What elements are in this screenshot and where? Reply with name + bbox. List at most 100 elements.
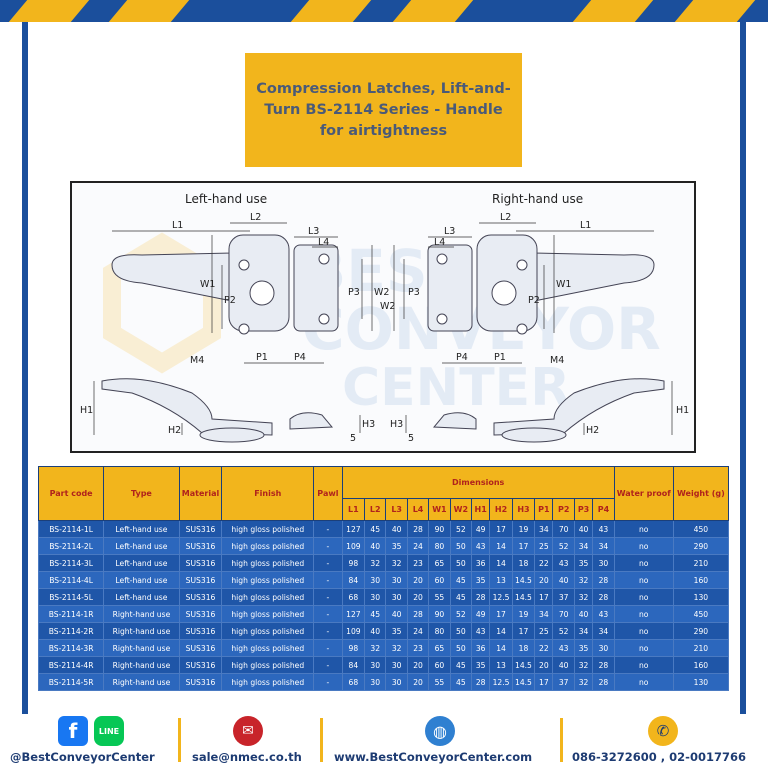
header-pawl: Pawl xyxy=(313,466,343,521)
table-cell: 28 xyxy=(471,588,491,606)
table-cell: 14.5 xyxy=(511,571,536,589)
header-dim-w1: W1 xyxy=(428,498,451,521)
header-dim-p1: P1 xyxy=(534,498,554,521)
table-cell: 210 xyxy=(672,554,730,572)
table-cell: 109 xyxy=(341,537,366,555)
table-cell: 30 xyxy=(385,656,408,674)
table-cell: 35 xyxy=(385,622,408,640)
table-cell: SUS316 xyxy=(178,605,223,623)
table-cell: 80 xyxy=(428,537,451,555)
social-handle[interactable]: @BestConveyorCenter xyxy=(10,750,155,764)
table-cell: high gloss polished xyxy=(221,673,315,691)
footer: f LINE @BestConveyorCenter ✉ sale@nmec.c… xyxy=(0,714,768,768)
table-cell: Left-hand use xyxy=(103,520,180,538)
table-cell: 30 xyxy=(364,571,387,589)
dim-L1-left: L1 xyxy=(172,220,183,231)
dimension-labels: L1 L2 L3 L4 W1 P2 P3 W2 M4 P1 P4 H1 H2 H… xyxy=(80,212,689,444)
table-cell: - xyxy=(313,639,343,657)
spec-table: Part code Type Material Finish Pawl Dime… xyxy=(37,466,730,691)
header-dim-l3: L3 xyxy=(385,498,408,521)
divider xyxy=(320,718,323,762)
dim-P3-right: P3 xyxy=(408,287,420,298)
table-cell: BS-2114-1R xyxy=(37,605,105,623)
facebook-icon[interactable]: f xyxy=(58,716,88,746)
table-cell: 40 xyxy=(385,605,408,623)
table-cell: 90 xyxy=(428,520,451,538)
website-url[interactable]: www.BestConveyorCenter.com xyxy=(334,750,533,764)
table-cell: BS-2114-4L xyxy=(37,571,105,589)
table-cell: 37 xyxy=(552,673,575,691)
table-cell: high gloss polished xyxy=(221,605,315,623)
table-cell: 20 xyxy=(406,673,430,691)
table-cell: high gloss polished xyxy=(221,622,315,640)
email-address[interactable]: sale@nmec.co.th xyxy=(192,750,302,764)
table-cell: 24 xyxy=(406,622,430,640)
table-cell: 14.5 xyxy=(511,656,536,674)
email-icon[interactable]: ✉ xyxy=(233,716,263,746)
header-water-proof: Water proof xyxy=(613,466,674,521)
phone-numbers[interactable]: 086-3272600 , 02-0017766 xyxy=(572,750,746,764)
table-cell: 34 xyxy=(534,520,554,538)
dim-5-right: 5 xyxy=(408,433,414,444)
dim-H2-left: H2 xyxy=(168,425,181,436)
table-cell: 14 xyxy=(489,622,513,640)
table-cell: BS-2114-3R xyxy=(37,639,105,657)
spec-table-wrap: Part code Type Material Finish Pawl Dime… xyxy=(37,466,730,691)
table-cell: 18 xyxy=(511,639,536,657)
table-cell: 130 xyxy=(672,588,730,606)
header-material: Material xyxy=(178,466,223,521)
globe-icon[interactable]: ◍ xyxy=(425,716,455,746)
left-hand-label: Left-hand use xyxy=(185,192,267,206)
table-cell: 28 xyxy=(406,520,430,538)
right-latch-side-view xyxy=(432,378,665,443)
table-cell: 34 xyxy=(592,622,615,640)
dim-P2-left: P2 xyxy=(224,295,236,306)
dim-H1-right: H1 xyxy=(676,405,689,416)
table-cell: 98 xyxy=(341,554,366,572)
table-cell: 24 xyxy=(406,537,430,555)
table-cell: 45 xyxy=(449,571,473,589)
table-cell: 70 xyxy=(552,520,575,538)
table-cell: - xyxy=(313,622,343,640)
header-dim-p3: P3 xyxy=(573,498,594,521)
table-cell: 34 xyxy=(573,537,594,555)
table-cell: high gloss polished xyxy=(221,520,315,538)
table-cell: 20 xyxy=(534,656,554,674)
phone-icon[interactable]: ✆ xyxy=(648,716,678,746)
table-cell: no xyxy=(613,571,674,589)
table-cell: 19 xyxy=(511,520,536,538)
table-cell: - xyxy=(313,571,343,589)
table-cell: 18 xyxy=(511,554,536,572)
table-cell: - xyxy=(313,605,343,623)
table-cell: 40 xyxy=(364,622,387,640)
dim-M4-left: M4 xyxy=(190,355,204,366)
table-cell: no xyxy=(613,588,674,606)
dim-P2-right: P2 xyxy=(528,295,540,306)
header-dim-p2: P2 xyxy=(552,498,575,521)
table-cell: high gloss polished xyxy=(221,656,315,674)
table-cell: Right-hand use xyxy=(103,639,180,657)
table-cell: 17 xyxy=(489,520,513,538)
right-latch-front-view xyxy=(427,234,655,335)
drawing-svg: BEST CONVEYOR CENTER Left-hand use Right… xyxy=(80,192,689,444)
left-latch-side-view xyxy=(101,378,334,443)
table-cell: 84 xyxy=(341,656,366,674)
table-cell: SUS316 xyxy=(178,571,223,589)
line-icon[interactable]: LINE xyxy=(94,716,124,746)
table-cell: 32 xyxy=(573,588,594,606)
header-weight: Weight (g) xyxy=(672,466,730,521)
stripe xyxy=(674,0,756,22)
table-cell: 109 xyxy=(341,622,366,640)
table-cell: 80 xyxy=(428,622,451,640)
dimension-lines xyxy=(93,222,673,435)
table-cell: 40 xyxy=(552,571,575,589)
table-cell: SUS316 xyxy=(178,656,223,674)
table-cell: 14 xyxy=(489,537,513,555)
table-cell: BS-2114-5L xyxy=(37,588,105,606)
table-cell: 45 xyxy=(449,656,473,674)
